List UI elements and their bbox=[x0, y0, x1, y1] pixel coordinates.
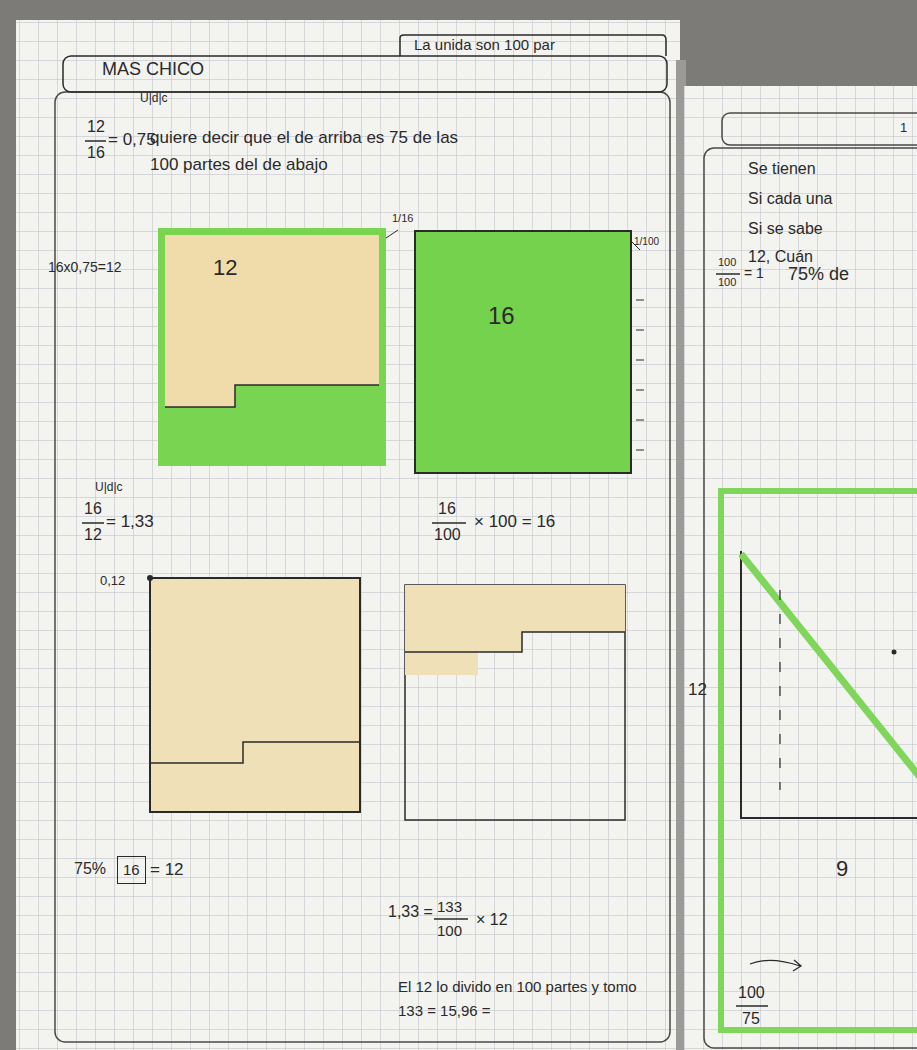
header-box: MAS CHICO La unida son 100 par bbox=[62, 34, 668, 94]
handwritten-note: = 1,33 bbox=[106, 512, 154, 532]
dashed-line bbox=[779, 590, 780, 790]
handwritten-note: 12 bbox=[84, 526, 102, 544]
step-line bbox=[165, 385, 379, 407]
node-text: 9 bbox=[836, 856, 848, 881]
step-line bbox=[405, 632, 625, 652]
handwritten-note: 16 bbox=[84, 500, 102, 518]
step-line bbox=[150, 742, 360, 763]
header-box bbox=[722, 113, 917, 145]
handwritten-note: 100 bbox=[437, 922, 462, 939]
handwritten-note: 75% de bbox=[788, 264, 849, 285]
handwritten-note: Se tienen bbox=[748, 160, 816, 178]
page-frame bbox=[704, 148, 917, 1048]
area-square bbox=[405, 585, 625, 820]
arrow-scribble bbox=[750, 960, 801, 971]
area-square bbox=[150, 578, 360, 812]
handwritten-note: 100 bbox=[738, 984, 765, 1002]
node-note: La unida son 100 par bbox=[414, 36, 555, 53]
handwritten-note: 100 bbox=[718, 276, 736, 289]
handwritten-note: 75% bbox=[74, 860, 106, 878]
handwritten-note: 1/100 bbox=[634, 236, 659, 248]
node-text: MAS CHICO bbox=[102, 59, 204, 80]
handwritten-note: 100 bbox=[434, 526, 461, 544]
handwritten-note: × 12 bbox=[476, 911, 508, 929]
node-outline bbox=[165, 235, 379, 459]
node-text: 12 bbox=[213, 255, 237, 280]
handwritten-note: 1/16 bbox=[392, 212, 413, 225]
handwritten-note: 16 bbox=[438, 500, 456, 518]
handwritten-note: = 12 bbox=[150, 860, 184, 880]
handwritten-note: 133 bbox=[437, 898, 462, 915]
triangle-legs bbox=[741, 551, 917, 818]
node-text: 16 bbox=[488, 302, 515, 330]
scale-ticks bbox=[636, 300, 644, 450]
shaded-part bbox=[405, 585, 625, 675]
handwritten-note: 100 bbox=[718, 256, 736, 269]
handwritten-note: 1,33 = bbox=[388, 903, 433, 921]
fraction-bars bbox=[82, 141, 768, 1006]
area-square: 12 bbox=[158, 228, 386, 466]
header-tab bbox=[400, 35, 666, 56]
handwritten-note: = 1 bbox=[744, 265, 764, 281]
green-strip bbox=[165, 385, 379, 459]
handwritten-note: Si se sabe bbox=[748, 220, 823, 238]
handwritten-note: U|d|c bbox=[140, 92, 168, 106]
node-outline bbox=[724, 494, 917, 1027]
area-square: 16 bbox=[414, 230, 632, 474]
handwritten-note: U|d|c bbox=[95, 481, 123, 495]
left-page bbox=[16, 20, 680, 1050]
handwritten-note: El 12 lo divido en 100 partes y tomo 133… bbox=[398, 975, 660, 1023]
handwritten-note: 12 bbox=[87, 118, 105, 136]
handwritten-note: 16 bbox=[87, 144, 105, 162]
handwritten-note: 0,12 bbox=[100, 574, 125, 589]
header-outline bbox=[63, 56, 667, 92]
handwritten-note: 12 bbox=[688, 680, 707, 700]
handwritten-note: 16x0,75=12 bbox=[48, 259, 122, 275]
handwritten-note: quiere decir que el de arriba es 75 de l… bbox=[150, 124, 480, 178]
boxed-number: 16 bbox=[117, 856, 146, 884]
node-text: 16 bbox=[123, 861, 140, 878]
handwritten-note: 12, Cuán bbox=[748, 248, 813, 266]
left-grid bbox=[16, 20, 680, 1050]
handwritten-note: = 0,75 bbox=[108, 130, 156, 150]
handwritten-note: Si cada una bbox=[748, 190, 833, 208]
handwritten-note: 75 bbox=[742, 1010, 760, 1028]
leader-line bbox=[386, 230, 398, 238]
triangle-frame: 9 bbox=[718, 488, 917, 1033]
handwritten-note: × 100 = 16 bbox=[474, 512, 555, 532]
hypotenuse bbox=[741, 554, 917, 786]
page-frame bbox=[55, 92, 670, 1042]
handwritten-note: 1 bbox=[900, 121, 907, 136]
